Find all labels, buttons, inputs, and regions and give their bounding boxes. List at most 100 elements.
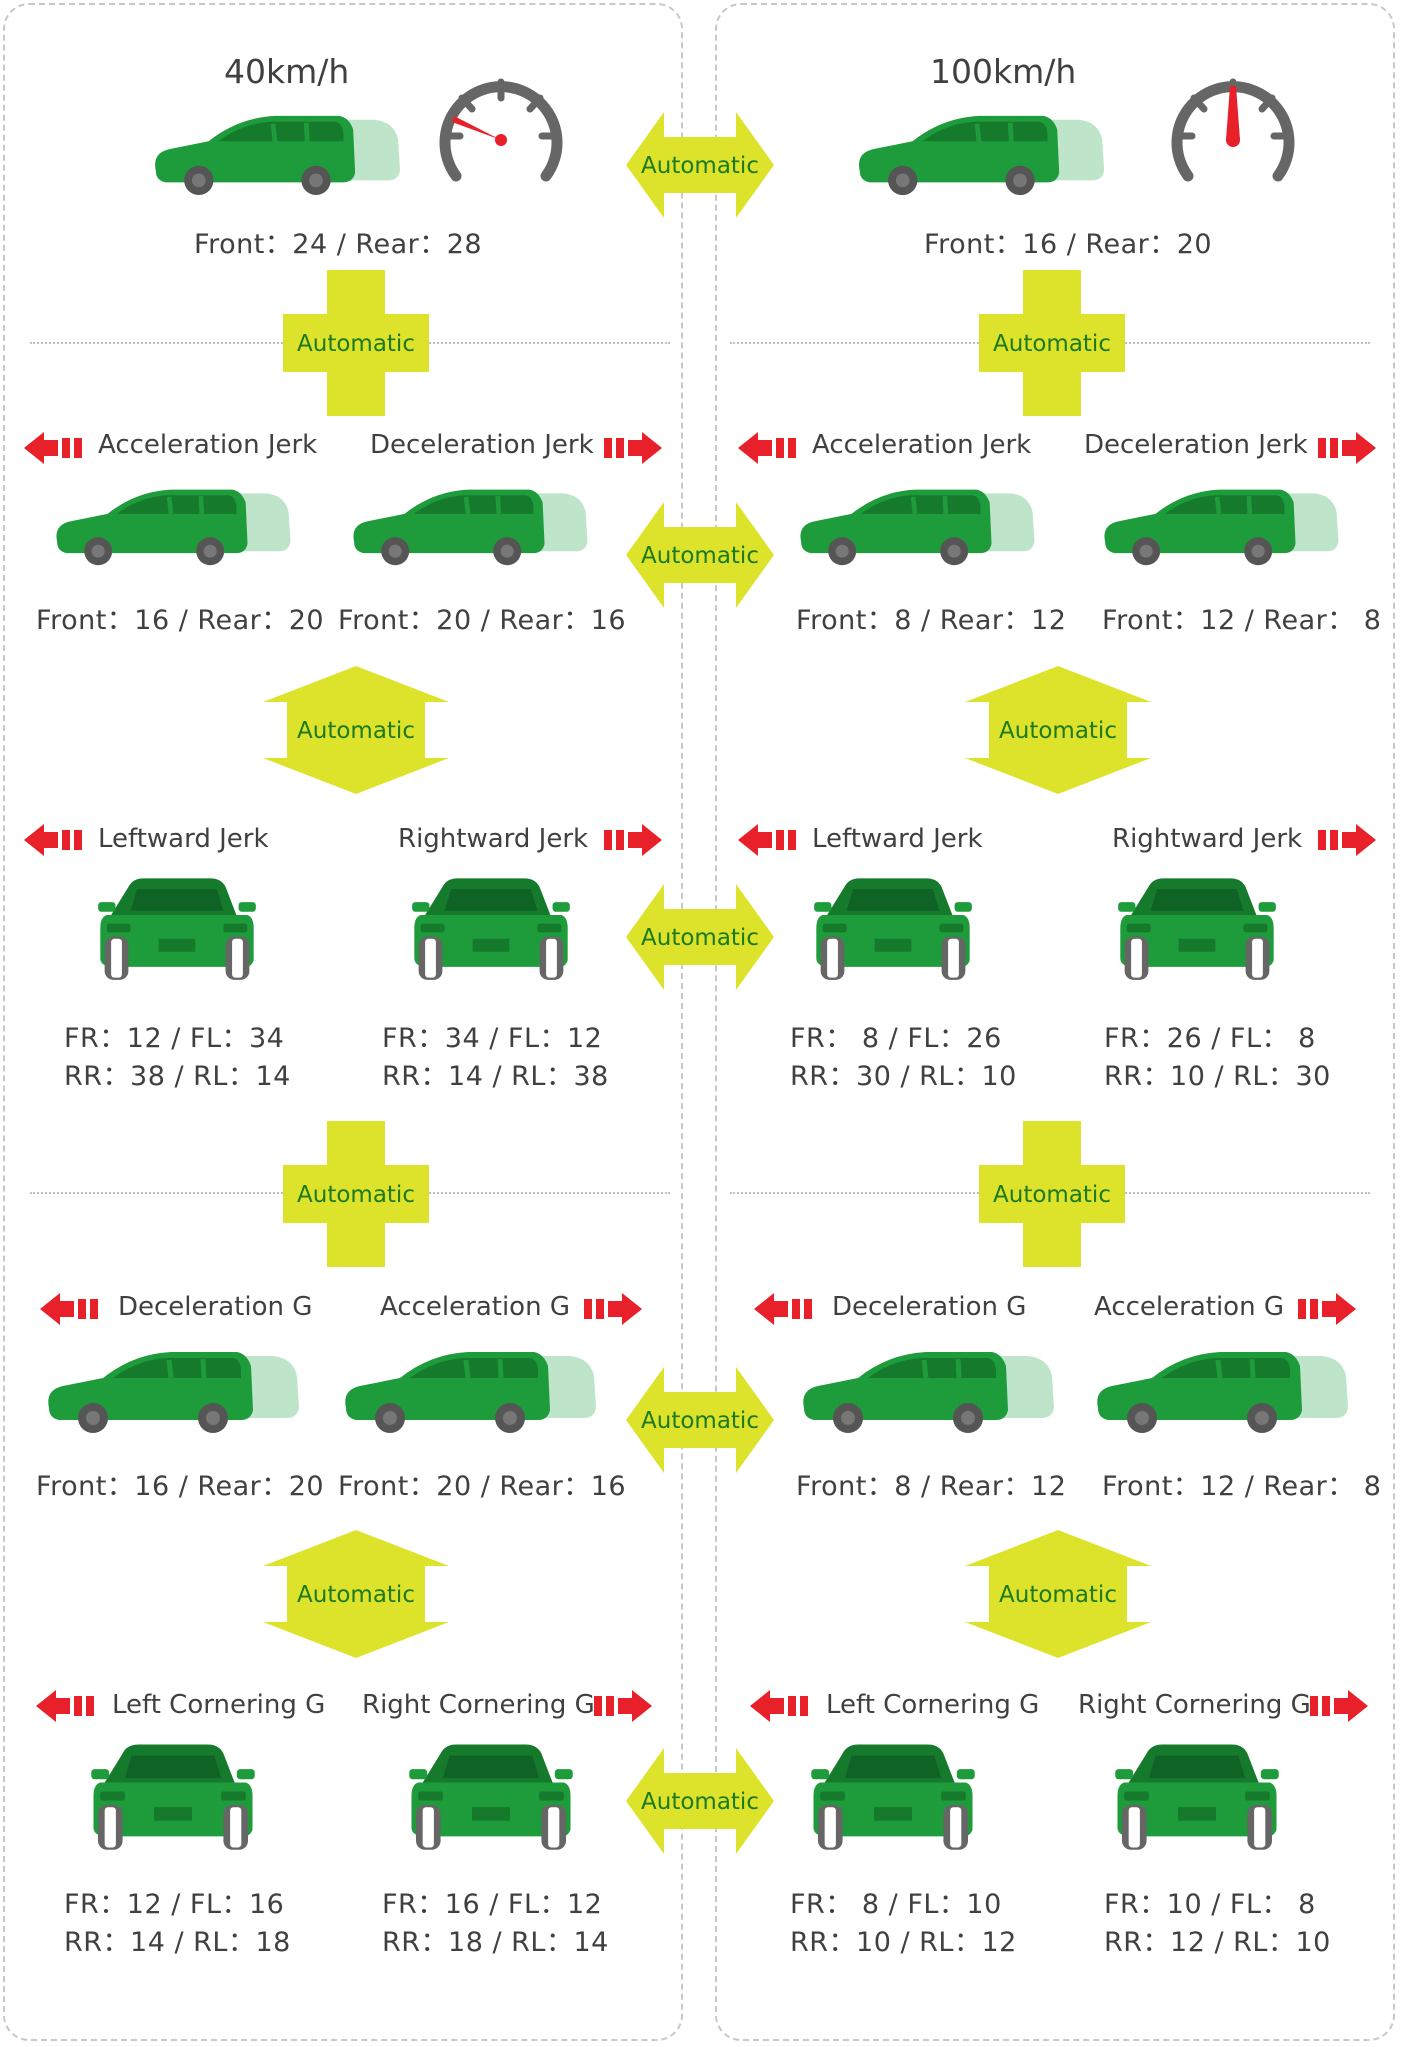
values-rightward-jerk-rear: RR：14 / RL：38 (382, 1061, 609, 1092)
label-deceleration-jerk: Deceleration Jerk (1084, 430, 1308, 460)
values-right-cornering-rear: RR：12 / RL：10 (1104, 1927, 1331, 1958)
values-acceleration-g: Front：20 / Rear：16 (338, 1471, 627, 1502)
red-arrow-right-icon (576, 1293, 642, 1325)
double-arrow-vertical: Automatic (263, 1530, 449, 1658)
values-left-cornering-front: FR：12 / FL：16 (64, 1889, 285, 1920)
red-arrow-left-icon (24, 824, 90, 856)
values-leftward-jerk-rear: RR：30 / RL：10 (790, 1061, 1017, 1092)
car-side-icon (796, 1346, 1056, 1436)
car-side-icon (148, 110, 402, 198)
label-acceleration-g: Acceleration G (1094, 1292, 1284, 1322)
automatic-label: Automatic (999, 718, 1117, 744)
automatic-label: Automatic (297, 1182, 415, 1208)
values-right-cornering-rear: RR：18 / RL：14 (382, 1927, 609, 1958)
automatic-label: Automatic (641, 925, 759, 951)
label-right-cornering-g: Right Cornering G (362, 1690, 595, 1720)
red-arrow-right-icon (596, 432, 662, 464)
car-front-icon (84, 874, 270, 982)
panel-40kmh (3, 3, 683, 2041)
car-front-icon (398, 1740, 584, 1852)
double-arrow-horizontal: Automatic (626, 502, 774, 608)
red-arrow-left-icon (24, 432, 90, 464)
speed-label-left: 40km/h (224, 52, 350, 91)
plus-connector: Automatic (283, 1121, 429, 1267)
label-leftward-jerk: Leftward Jerk (98, 824, 269, 854)
car-side-icon (818, 110, 1140, 198)
double-arrow-vertical: Automatic (965, 1530, 1151, 1658)
values-leftward-jerk-front: FR：12 / FL：34 (64, 1023, 285, 1054)
red-arrow-right-icon (1310, 824, 1376, 856)
values-deceleration-g: Front：16 / Rear：20 (36, 1471, 325, 1502)
label-acceleration-jerk: Acceleration Jerk (98, 430, 318, 460)
car-side-icon (1074, 484, 1364, 568)
car-side-icon (1076, 1346, 1364, 1436)
automatic-label: Automatic (993, 331, 1111, 357)
automatic-label: Automatic (993, 1182, 1111, 1208)
speedometer-icon (1171, 78, 1295, 182)
car-side-icon (40, 484, 302, 568)
values-right-cornering-front: FR：10 / FL： 8 (1104, 1889, 1316, 1920)
car-front-icon (1104, 1740, 1290, 1852)
red-arrow-left-icon (40, 1293, 106, 1325)
red-arrow-right-icon (1302, 1690, 1368, 1722)
values-right-cornering-front: FR：16 / FL：12 (382, 1889, 603, 1920)
values-deceleration-jerk: Front：20 / Rear：16 (338, 605, 627, 636)
label-deceleration-g: Deceleration G (832, 1292, 1027, 1322)
automatic-label: Automatic (641, 1408, 759, 1434)
red-arrow-right-icon (1290, 1293, 1356, 1325)
car-front-icon (398, 874, 584, 982)
red-arrow-right-icon (1310, 432, 1376, 464)
values-acceleration-jerk: Front：8 / Rear：12 (796, 605, 1067, 636)
automatic-label: Automatic (297, 331, 415, 357)
red-arrow-left-icon (750, 1690, 816, 1722)
car-side-icon (40, 1346, 302, 1436)
automatic-label: Automatic (641, 543, 759, 569)
values-left-cornering-rear: RR：10 / RL：12 (790, 1927, 1017, 1958)
double-arrow-horizontal: Automatic (626, 884, 774, 990)
speedometer-icon (439, 78, 563, 182)
car-front-icon (800, 1740, 986, 1852)
values-rightward-jerk-rear: RR：10 / RL：30 (1104, 1061, 1331, 1092)
label-left-cornering-g: Left Cornering G (112, 1690, 326, 1720)
double-arrow-vertical: Automatic (965, 666, 1151, 794)
double-arrow-horizontal: Automatic (626, 112, 774, 218)
car-front-icon (80, 1740, 266, 1852)
label-rightward-jerk: Rightward Jerk (398, 824, 589, 854)
automatic-label: Automatic (641, 153, 759, 179)
label-rightward-jerk: Rightward Jerk (1112, 824, 1303, 854)
values-deceleration-jerk: Front：12 / Rear： 8 (1102, 605, 1382, 636)
values-deceleration-g: Front：8 / Rear：12 (796, 1471, 1067, 1502)
red-arrow-right-icon (586, 1690, 652, 1722)
plus-connector: Automatic (283, 270, 429, 416)
car-side-icon (792, 484, 1038, 568)
car-side-icon (324, 484, 612, 568)
car-front-icon (800, 874, 986, 982)
label-deceleration-g: Deceleration G (118, 1292, 313, 1322)
label-acceleration-g: Acceleration G (380, 1292, 570, 1322)
values-rightward-jerk-front: FR：34 / FL：12 (382, 1023, 603, 1054)
values-base-right: Front：16 / Rear：20 (924, 229, 1213, 260)
speed-label-right: 100km/h (930, 52, 1077, 91)
automatic-label: Automatic (999, 1582, 1117, 1608)
red-arrow-right-icon (596, 824, 662, 856)
label-left-cornering-g: Left Cornering G (826, 1690, 1040, 1720)
automatic-label: Automatic (297, 1582, 415, 1608)
values-left-cornering-rear: RR：14 / RL：18 (64, 1927, 291, 1958)
car-front-icon (1104, 874, 1290, 982)
double-arrow-horizontal: Automatic (626, 1367, 774, 1473)
red-arrow-left-icon (738, 432, 804, 464)
values-rightward-jerk-front: FR：26 / FL： 8 (1104, 1023, 1316, 1054)
label-leftward-jerk: Leftward Jerk (812, 824, 983, 854)
car-side-icon (324, 1346, 612, 1436)
plus-connector: Automatic (979, 270, 1125, 416)
values-left-cornering-front: FR： 8 / FL：10 (790, 1889, 1002, 1920)
red-arrow-left-icon (754, 1293, 820, 1325)
panel-100kmh (715, 3, 1395, 2041)
values-acceleration-jerk: Front：16 / Rear：20 (36, 605, 325, 636)
automatic-label: Automatic (641, 1789, 759, 1815)
red-arrow-left-icon (36, 1690, 102, 1722)
label-deceleration-jerk: Deceleration Jerk (370, 430, 594, 460)
double-arrow-vertical: Automatic (263, 666, 449, 794)
values-base-left: Front：24 / Rear：28 (194, 229, 483, 260)
red-arrow-left-icon (738, 824, 804, 856)
